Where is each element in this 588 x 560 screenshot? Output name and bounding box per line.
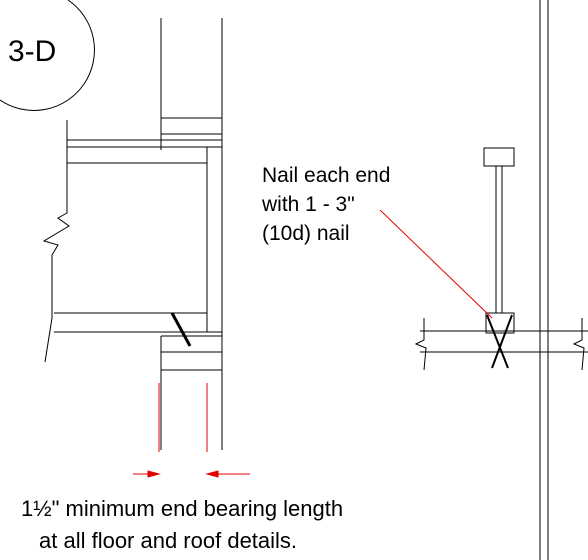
detail-tag: 3-D	[0, 0, 95, 111]
nail-note-leader	[379, 209, 493, 319]
blocking-detail	[414, 0, 588, 560]
dim-arrow-left	[147, 470, 161, 478]
strut-base	[485, 312, 515, 334]
detail-tag-label: 3-D	[8, 35, 56, 68]
nail-note-line-1: Nail each end	[262, 164, 390, 187]
wall-floor-section	[42, 18, 223, 450]
nail-note-line-3: (10d) nail	[262, 222, 350, 245]
floor-break-right	[572, 318, 585, 371]
caption-line-2: at all floor and roof details.	[39, 528, 297, 553]
strut-cap	[483, 147, 515, 167]
dim-arrow-right	[205, 470, 219, 478]
joist-break-line	[42, 120, 70, 363]
toe-nail-left	[170, 312, 192, 347]
caption-line-1: 1½" minimum end bearing length	[21, 496, 343, 521]
nail-cross-2	[491, 314, 513, 369]
nail-cross-1	[486, 314, 509, 369]
nail-note-line-2: with 1 - 3"	[261, 193, 355, 216]
nail-note: Nail each end with 1 - 3" (10d) nail	[261, 164, 390, 245]
detail-tag-bubble	[0, 0, 95, 111]
bearing-dimension	[133, 383, 250, 478]
crossed-nails	[486, 314, 513, 369]
bearing-caption: 1½" minimum end bearing length at all fl…	[21, 496, 343, 553]
floor-break-left	[414, 318, 427, 371]
